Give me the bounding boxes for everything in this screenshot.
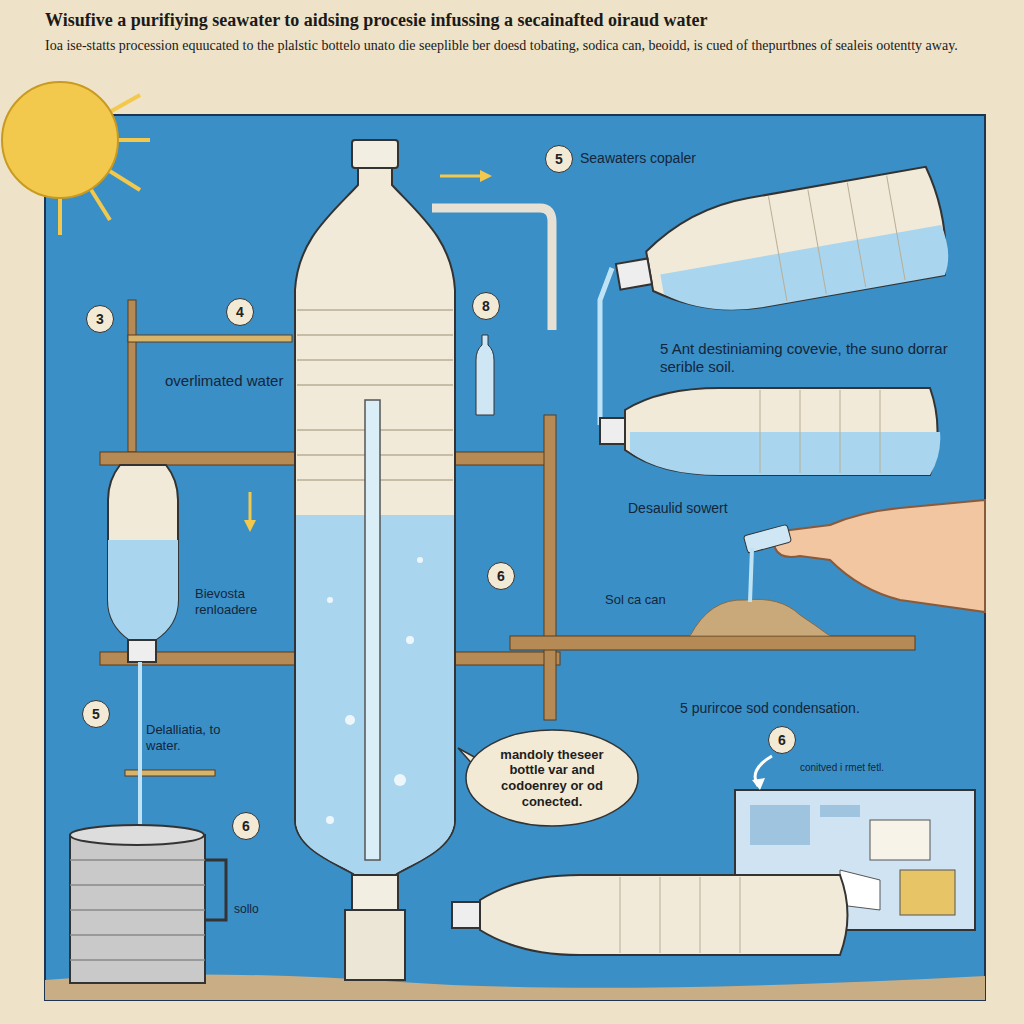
callout-number: 6 bbox=[232, 812, 260, 840]
callout-number: 5 bbox=[82, 700, 110, 728]
callout-number: 6 bbox=[487, 562, 515, 590]
bubble-text-group: mandoly theseer bottle var and codoenrey… bbox=[484, 747, 620, 809]
part-label: Sol ca can bbox=[605, 592, 685, 608]
callout-number: 3 bbox=[86, 305, 114, 333]
callout-number: 5 bbox=[545, 145, 573, 173]
part-label: overlimated water bbox=[165, 372, 285, 390]
callout-number: 8 bbox=[472, 292, 500, 320]
note-label: 5 Ant destiniaming covevie, the suno dor… bbox=[660, 340, 960, 376]
note-label: 5 purircoe sod condensation. bbox=[680, 700, 975, 717]
part-label: Desaulid sowert bbox=[628, 500, 733, 517]
part-label: Bievosta renloadere bbox=[195, 586, 290, 617]
part-label: Seawaters copaler bbox=[580, 150, 790, 167]
callout-number: 6 bbox=[768, 726, 796, 754]
speech-bubble: mandoly theseer bottle var and codoenrey… bbox=[464, 728, 640, 828]
part-label: sollo bbox=[234, 902, 294, 916]
small-note: conitved i rmet fetl. bbox=[800, 762, 970, 774]
part-label: Delalliatia, to water. bbox=[146, 722, 256, 753]
title: Wisufive a purifiying seawater to aidsin… bbox=[45, 10, 708, 32]
bubble-text: mandoly theseer bottle var and codoenrey… bbox=[484, 747, 620, 809]
callout-number: 4 bbox=[226, 298, 254, 326]
subtitle: Ioa ise-statts procession equucated to t… bbox=[45, 38, 975, 55]
